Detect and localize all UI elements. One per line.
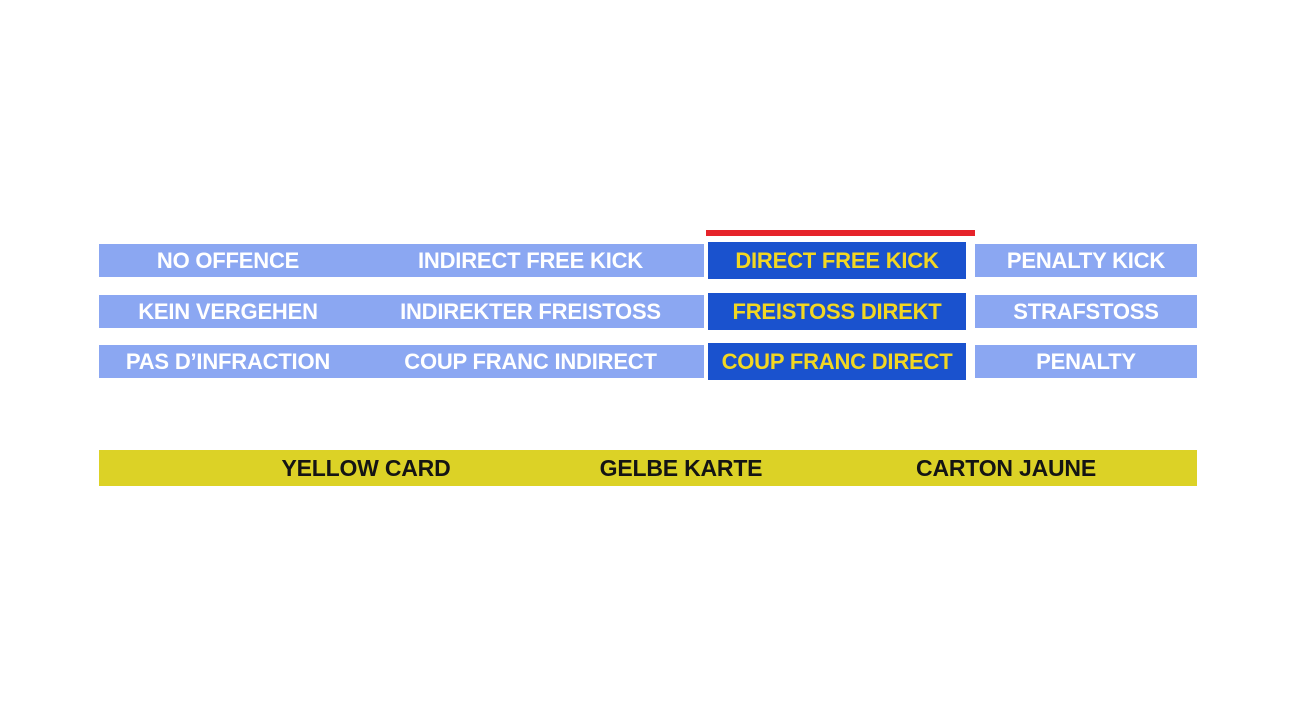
option-strafstoss[interactable]: STRAFSTOSS xyxy=(975,295,1197,328)
answer-row-1: NO OFFENCE INDIRECT FREE KICK DIRECT FRE… xyxy=(99,242,1197,279)
option-kein-vergehen[interactable]: KEIN VERGEHEN xyxy=(99,295,357,328)
option-indirect-free-kick[interactable]: INDIRECT FREE KICK xyxy=(357,244,704,277)
option-penalty-kick[interactable]: PENALTY KICK xyxy=(975,244,1197,277)
answer-row-3: PAS D’INFRACTION COUP FRANC INDIRECT COU… xyxy=(99,343,1197,380)
yellow-card-label-english: YELLOW CARD xyxy=(281,454,451,481)
option-pas-d-infraction[interactable]: PAS D’INFRACTION xyxy=(99,345,357,378)
yellow-card-bar[interactable]: YELLOW CARD GELBE KARTE CARTON JAUNE xyxy=(99,450,1197,486)
option-direct-free-kick-selected[interactable]: DIRECT FREE KICK xyxy=(708,242,966,279)
yellow-card-label-german: GELBE KARTE xyxy=(599,454,763,481)
yellow-card-label-french: CARTON JAUNE xyxy=(916,454,1096,481)
option-penalty[interactable]: PENALTY xyxy=(975,345,1197,378)
option-no-offence[interactable]: NO OFFENCE xyxy=(99,244,357,277)
option-coup-franc-direct-selected[interactable]: COUP FRANC DIRECT xyxy=(708,343,966,380)
answer-row-2: KEIN VERGEHEN INDIREKTER FREISTOSS FREIS… xyxy=(99,293,1197,330)
option-freistoss-direkt-selected[interactable]: FREISTOSS DIREKT xyxy=(708,293,966,330)
option-indirekter-freistoss[interactable]: INDIREKTER FREISTOSS xyxy=(357,295,704,328)
option-coup-franc-indirect[interactable]: COUP FRANC INDIRECT xyxy=(357,345,704,378)
selected-answer-indicator-bar xyxy=(706,230,975,236)
